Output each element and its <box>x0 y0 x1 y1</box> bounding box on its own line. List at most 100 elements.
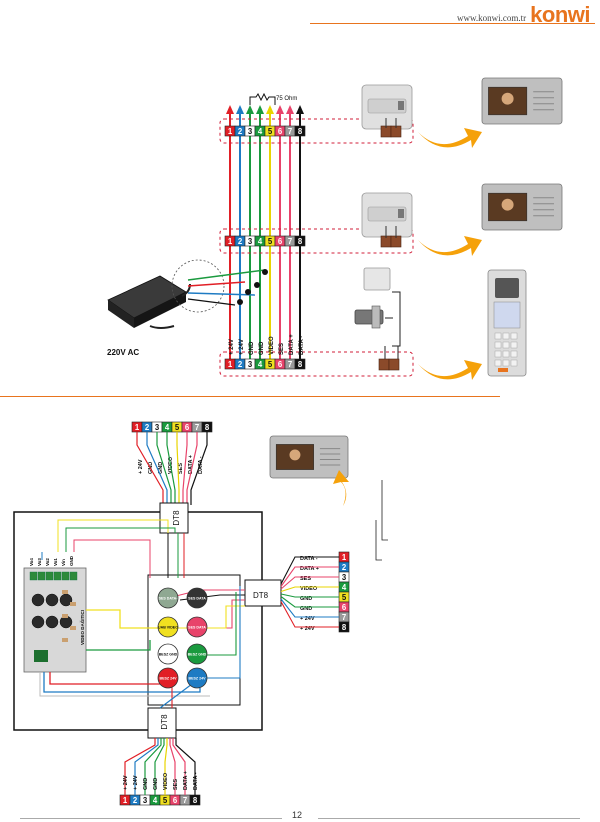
terminal-number: 2 <box>238 360 243 369</box>
monitor-lead <box>375 520 382 561</box>
panel-key <box>510 350 518 358</box>
terminal-number: 1 <box>228 127 233 136</box>
handset-row1 <box>361 84 413 130</box>
junction-dot <box>254 282 260 288</box>
cable-wire <box>154 738 165 795</box>
terminal-number: 5 <box>342 593 347 602</box>
panel-key <box>502 341 510 349</box>
terminal-number: 3 <box>248 360 253 369</box>
footer-rule-right <box>318 818 580 819</box>
board-capacitor <box>45 615 59 629</box>
feed-wire <box>187 298 236 306</box>
panel-key <box>494 341 502 349</box>
signal-label: GND <box>249 341 255 355</box>
cable-wire <box>186 432 198 505</box>
cable-wire <box>144 738 162 795</box>
signal-label: GND <box>259 341 265 355</box>
signal-label: DATA + <box>188 455 194 474</box>
dt8-bottom <box>147 707 177 739</box>
junction-dot <box>262 269 268 275</box>
handset-cradle <box>367 206 407 222</box>
psu-label: 220V AC <box>107 348 139 357</box>
signal-label: GND <box>153 778 159 790</box>
wire-arrow-head <box>236 105 244 114</box>
connector-cap <box>186 587 208 609</box>
cable-wire <box>190 432 208 505</box>
terminal-number: 8 <box>298 237 303 246</box>
psu-cable <box>149 325 175 329</box>
wire-connector: BESZ 24V <box>157 667 179 689</box>
panel-key <box>502 332 510 340</box>
panel-camera <box>495 278 519 298</box>
video-monitor-bottom <box>269 435 349 479</box>
wire-connector: BESZ 24V <box>186 667 208 689</box>
module-body <box>363 267 391 291</box>
panel-key <box>510 341 518 349</box>
terminal-number: 7 <box>342 613 346 622</box>
header: www.konwi.com.tr konwi <box>457 4 591 26</box>
connector-cap <box>157 587 179 609</box>
monitor-face <box>501 198 514 211</box>
board-regulator <box>34 650 48 662</box>
header-rule <box>310 23 595 24</box>
power-supply <box>107 275 191 329</box>
connector-cap <box>186 667 208 689</box>
signal-label: DATA - <box>300 556 318 562</box>
board-terminal-label: Vo1 <box>53 558 58 566</box>
board-resistor <box>70 602 76 606</box>
terminal-number: 7 <box>288 237 292 246</box>
signal-label: GND <box>300 606 312 612</box>
connector-row3 <box>378 358 400 371</box>
cable-wire <box>166 432 176 505</box>
signal-label: GND <box>148 462 154 474</box>
arrow-row3 <box>418 360 482 380</box>
connector-row1 <box>380 125 402 138</box>
video-distributor-board <box>23 567 87 673</box>
module-lead <box>392 291 401 347</box>
board-capacitor <box>31 615 45 629</box>
cable-wire <box>280 556 339 585</box>
board-resistor <box>62 638 68 642</box>
terminal-cell <box>294 358 306 370</box>
terminal-number: 4 <box>258 360 263 369</box>
feed-wire <box>187 269 266 281</box>
junction-dot <box>245 289 251 295</box>
wire-arrow-head <box>266 105 274 114</box>
terminal-number: 6 <box>278 237 283 246</box>
board-wire <box>39 672 210 697</box>
board-capacitor <box>45 593 59 607</box>
board-resistor <box>70 626 76 630</box>
wire-connector: SES DATA- <box>157 587 179 609</box>
signal-label: DATA + <box>289 334 295 355</box>
cable-wire <box>280 601 339 628</box>
terminal-number: 5 <box>268 127 273 136</box>
wire-arrow-head <box>296 105 304 114</box>
signal-label: VIDEO <box>300 586 318 592</box>
handset-button <box>398 209 404 218</box>
terminal-number: 2 <box>238 127 243 136</box>
module-clip <box>371 305 381 329</box>
terminal-number: 1 <box>342 553 347 562</box>
terminal-number: 8 <box>298 127 303 136</box>
page-number: 12 <box>292 810 303 820</box>
footer-rule-left <box>20 818 282 819</box>
video-monitor-row2 <box>481 183 563 231</box>
terminal-number: 6 <box>185 423 190 432</box>
signal-label: GND <box>300 596 312 602</box>
wire-arrow-head <box>226 105 234 114</box>
cable-wire <box>280 566 339 587</box>
panel-key <box>502 359 510 367</box>
feed-wire <box>187 292 256 296</box>
cable-wire <box>164 738 168 795</box>
connector-label: SES DATA <box>188 597 206 601</box>
terminal-number: 7 <box>183 796 187 805</box>
video-monitor-row1 <box>481 77 563 125</box>
connector-cap <box>186 616 208 638</box>
wire-connector: UAB VIDEO <box>157 616 179 638</box>
board-wire <box>57 519 169 552</box>
signal-label: VIDEO <box>163 772 169 790</box>
distribution-box <box>13 511 263 731</box>
terminal-number: 7 <box>195 423 199 432</box>
